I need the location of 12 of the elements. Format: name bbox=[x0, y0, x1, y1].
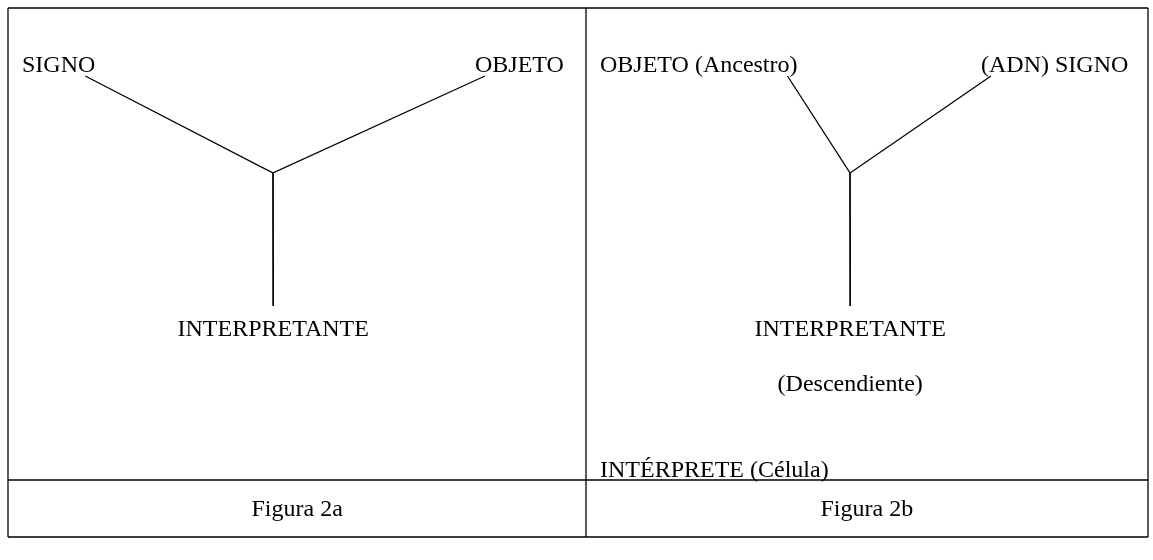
figure-caption: Figura 2a bbox=[251, 494, 343, 522]
term-label: INTERPRETANTE bbox=[177, 314, 369, 342]
interpreter-label: INTÉRPRETE (Célula) bbox=[600, 455, 829, 483]
term-label: OBJETO bbox=[475, 50, 564, 78]
connector-line bbox=[272, 75, 486, 307]
term-label: OBJETO (Ancestro) bbox=[600, 50, 798, 78]
connector-line bbox=[849, 75, 992, 307]
term-note: (Descendiente) bbox=[776, 369, 924, 397]
figure-caption: Figura 2b bbox=[820, 494, 914, 522]
term-label: (ADN) SIGNO bbox=[981, 50, 1129, 78]
term-label: INTERPRETANTE bbox=[754, 314, 946, 342]
term-label: SIGNO bbox=[22, 50, 96, 78]
